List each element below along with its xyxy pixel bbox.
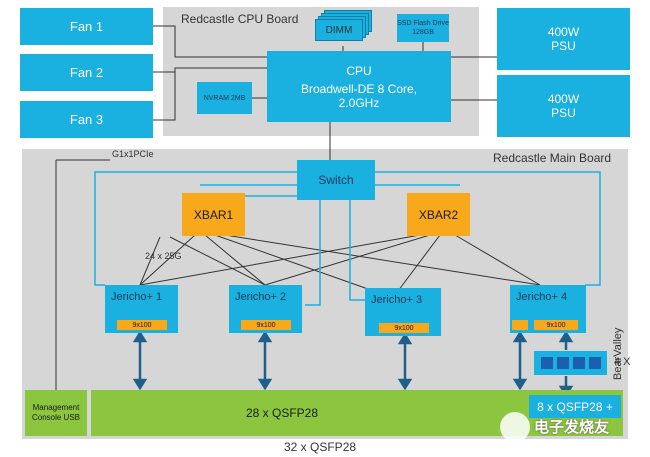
- psu-2: 400W PSU: [497, 75, 630, 137]
- xbar2: XBAR2: [407, 193, 470, 236]
- jericho-3-label: Jericho+ 3: [371, 294, 423, 306]
- fan-3: Fan 3: [20, 101, 153, 138]
- switch-block: Switch: [297, 160, 375, 200]
- nvram: NVRAM 2MB: [197, 82, 252, 114]
- jericho-2: Jericho+ 2 9x100: [229, 285, 302, 333]
- watermark: 电子发烧友: [500, 410, 640, 446]
- bearvalley-count: 4 X: [614, 356, 631, 368]
- watermark-text: 电子发烧友: [534, 419, 610, 436]
- fan-1: Fan 1: [20, 8, 153, 45]
- jericho-3: Jericho+ 3 9x100: [365, 288, 441, 336]
- jericho-1: Jericho+ 1 9x100: [105, 285, 178, 333]
- jericho-4-port-left: [512, 320, 528, 330]
- pcie-label: G1x1PCIe: [112, 149, 154, 159]
- jericho-4: Jericho+ 4 9x100: [510, 285, 586, 333]
- jericho-4-port: 9x100: [534, 320, 578, 330]
- psu-1: 400W PSU: [497, 8, 630, 70]
- xbar1: XBAR1: [182, 193, 245, 236]
- jericho-1-label: Jericho+ 1: [111, 291, 163, 303]
- bearvalley-block: [534, 351, 607, 375]
- jericho-4-label: Jericho+ 4: [516, 291, 568, 303]
- jericho-2-label: Jericho+ 2: [235, 291, 287, 303]
- dimm-stack: DIMM: [315, 10, 372, 46]
- qsfp28-extra: 8 x QSFP28 +: [529, 395, 621, 418]
- management-console-usb: Management Console USB: [25, 390, 87, 436]
- fan-2: Fan 2: [20, 54, 153, 91]
- jericho-1-port: 9x100: [117, 320, 167, 330]
- jericho-2-port: 9x100: [241, 320, 291, 330]
- cpu-block: CPU Broadwell-DE 8 Core, 2.0GHz: [267, 51, 451, 122]
- link-label: 24 x 25G: [145, 251, 182, 261]
- dimm-label: DIMM: [315, 19, 363, 41]
- cpu-description: Broadwell-DE 8 Core, 2.0GHz: [300, 81, 418, 110]
- jericho-3-port: 9x100: [379, 323, 429, 333]
- qsfp28-label: 28 x QSFP28: [245, 406, 319, 420]
- bearvalley-label: BearValley: [612, 327, 624, 380]
- ssd-flash-drive: SSD Flash Drive 128GB: [397, 14, 449, 42]
- cpu-board-title: Redcastle CPU Board: [181, 12, 299, 26]
- total-ports: 32 x QSFP28: [284, 440, 357, 454]
- main-board-title: Redcastle Main Board: [493, 151, 612, 165]
- cpu-title: CPU: [346, 63, 372, 78]
